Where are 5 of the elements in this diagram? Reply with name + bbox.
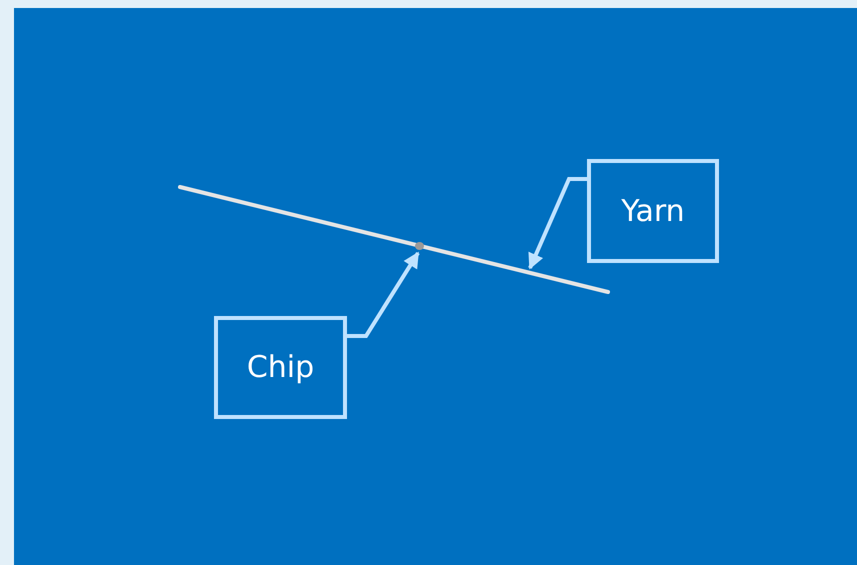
leader-arrow bbox=[528, 177, 587, 270]
leader-arrow bbox=[347, 252, 420, 338]
label-box: Yarn bbox=[587, 159, 719, 263]
yarn-line bbox=[180, 184, 608, 296]
label-box: Chip bbox=[214, 316, 347, 419]
